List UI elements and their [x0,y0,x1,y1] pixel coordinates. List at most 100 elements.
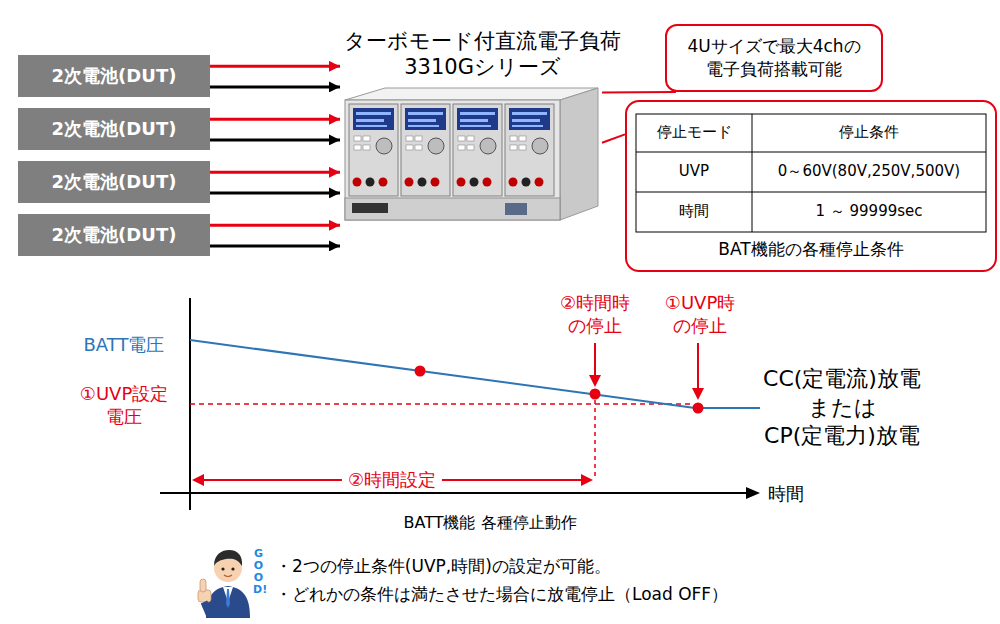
load-module [408,119,436,122]
current-arrow [210,191,340,194]
table-grid [636,192,986,193]
sample-dot [590,389,601,400]
time-setting-label: ②時間設定 [342,468,442,491]
load-module [415,145,422,150]
load-module [458,145,465,150]
person-icon [214,550,242,566]
load-module [356,125,387,127]
load-module [354,136,361,141]
sample-dot [415,366,426,377]
load-module [512,112,547,115]
chart-axes [160,492,748,494]
condition-table-box-text: BAT機能の各種停止条件 [627,238,995,261]
load-module [431,178,440,187]
axis-label: BATT電圧 [84,333,165,356]
load-module [356,119,384,122]
person-icon [198,550,250,618]
stop-label: ①UVP時 の停止 [654,291,746,338]
table-cell: UVP [679,162,709,182]
callout-pointer [602,134,625,142]
table-cell: 停止モード [657,123,732,143]
load-module [353,178,362,187]
load-module [408,112,443,115]
load-module [460,125,491,127]
load-module [349,104,398,196]
load-module [505,104,554,196]
table-cell: 時間 [679,202,709,222]
threshold-label: ①UVP設定 電圧 [66,382,182,429]
load-module [366,178,375,187]
load-module [453,104,502,196]
chart-axes [746,487,760,499]
table-cell: 停止条件 [839,123,899,143]
load-module [519,145,526,150]
load-module [405,108,446,130]
load-module [406,136,413,141]
load-module [379,178,388,187]
battery-box-text: 2次電池(DUT) [52,64,177,88]
load-module [510,145,517,150]
load-module [519,136,526,141]
load-module [512,125,543,127]
person-icon [224,575,232,577]
load-module [363,145,370,150]
sample-dot [693,403,704,414]
battery-voltage-curve [190,340,760,408]
electronic-load-picture [345,88,598,100]
electronic-load-picture [345,198,560,220]
load-module [457,108,498,130]
current-arrow [210,244,340,247]
sample-dot [415,366,704,414]
load-module [354,145,361,150]
stop-arrow [589,343,704,400]
battery-box: 2次電池(DUT) [18,214,210,256]
battery-box-text: 2次電池(DUT) [52,223,177,247]
load-module [405,178,414,187]
stop-arrow [594,343,596,378]
load-module [353,108,394,130]
table-grid [752,114,753,232]
stop-label: ②時間時 の停止 [549,291,641,338]
load-module [522,178,531,187]
electronic-load-picture [345,88,598,220]
chart-caption: BATT機能 各種停止動作 [403,513,576,534]
load-module [406,145,413,150]
load-module [470,178,479,187]
current-arrow [210,224,340,227]
person-icon [231,567,234,570]
electronic-load-picture [352,203,388,213]
note-text: ・どれかの条件は満たさせた場合に放電停止（Load OFF） [275,583,728,605]
load-module [483,178,492,187]
note-text: ・2つの停止条件(UVP,時間)の設定が可能。 [275,555,611,577]
table-cell: 1 ～ 99999sec [815,202,922,222]
load-module [457,178,466,187]
battery-box: 2次電池(DUT) [18,161,210,203]
load-module [480,138,496,154]
electronic-load: ターボモード付直流電子負荷 3310Gシリーズ [340,84,602,224]
table-grid [636,114,986,232]
load-module [512,119,540,122]
discharge-mode-label: CC(定電流)放電 または CP(定電力)放電 [752,365,932,451]
load-module [408,125,439,127]
person-icon [200,579,206,592]
stop-arrow [589,375,601,387]
time-span-arrow [581,474,593,486]
load-module [376,138,392,154]
load-module [460,112,495,115]
axis-label: 時間 [768,482,804,505]
callout-box: 4Uサイズで最大4chの 電子負荷搭載可能 [665,24,883,92]
load-module [467,136,474,141]
battery-box: 2次電池(DUT) [18,108,210,150]
load-module [428,138,444,154]
current-arrow [210,85,340,88]
stop-arrow [692,388,704,400]
load-module [467,145,474,150]
load-module [349,104,398,196]
electronic-load-picture [505,203,527,215]
load-module [535,178,544,187]
badge-text: GOOD! [253,548,264,596]
callout-box-text: 4Uサイズで最大4chの 電子負荷搭載可能 [681,35,867,81]
load-module [363,136,370,141]
callout-pointer [602,91,676,93]
person-icon [204,602,210,616]
